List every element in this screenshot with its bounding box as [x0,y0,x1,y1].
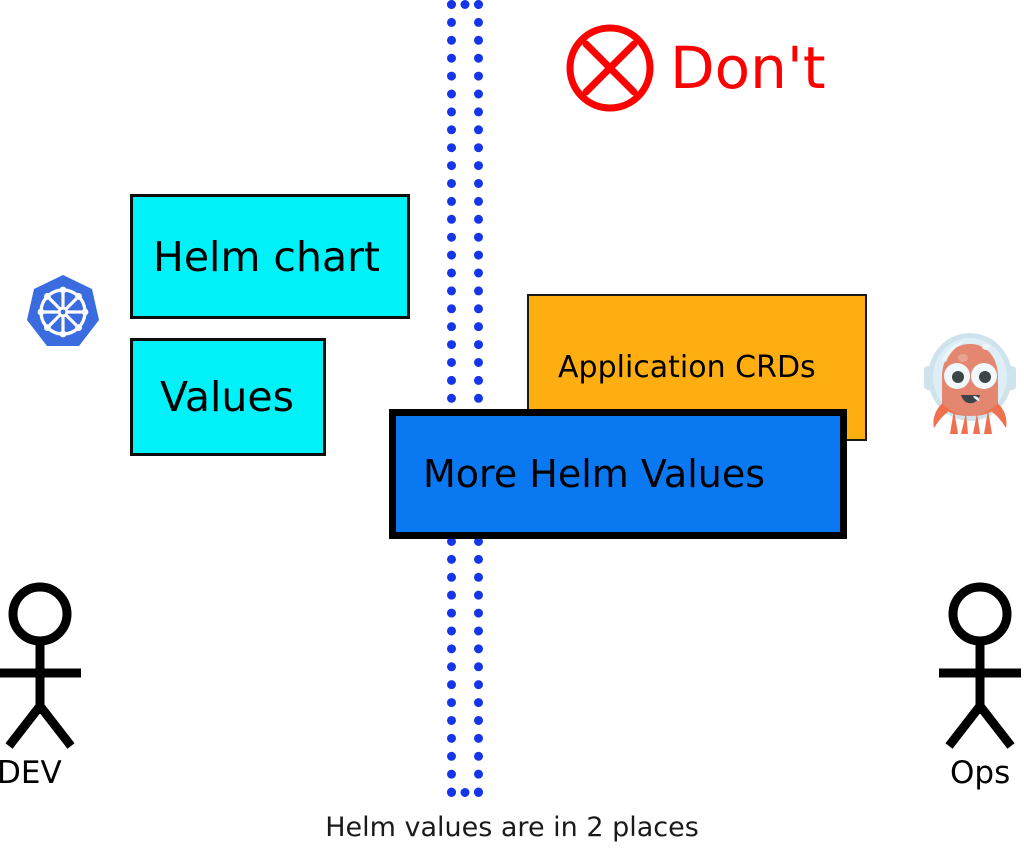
box-values[interactable]: Values [130,338,326,456]
box-values-label: Values [160,373,294,421]
octopus-deploy-logo-wrap [924,330,1016,438]
stick-figure-icon [0,582,81,749]
box-helm-chart[interactable]: Helm chart [130,194,410,319]
stick-figure-icon [939,582,1021,749]
dotted-separator-band [447,0,483,797]
kubernetes-logo-wrap [24,272,102,356]
box-application-crds-label: Application CRDs [558,350,816,385]
box-more-helm-values[interactable]: More Helm Values [389,409,847,539]
actor-dev: DEV [0,580,102,791]
diagram-caption: Helm values are in 2 places [325,812,699,843]
actor-dev-label: DEV [0,755,62,791]
box-helm-chart-label: Helm chart [153,232,381,281]
box-more-helm-values-label: More Helm Values [423,452,766,496]
octopus-deploy-logo [924,333,1016,434]
dont-marker: Don't [556,22,826,114]
kubernetes-logo [27,275,99,346]
dont-label: Don't [670,34,826,102]
actor-ops-label: Ops [950,755,1011,791]
circle-x-icon [566,24,654,112]
actor-ops: Ops [928,580,1024,791]
